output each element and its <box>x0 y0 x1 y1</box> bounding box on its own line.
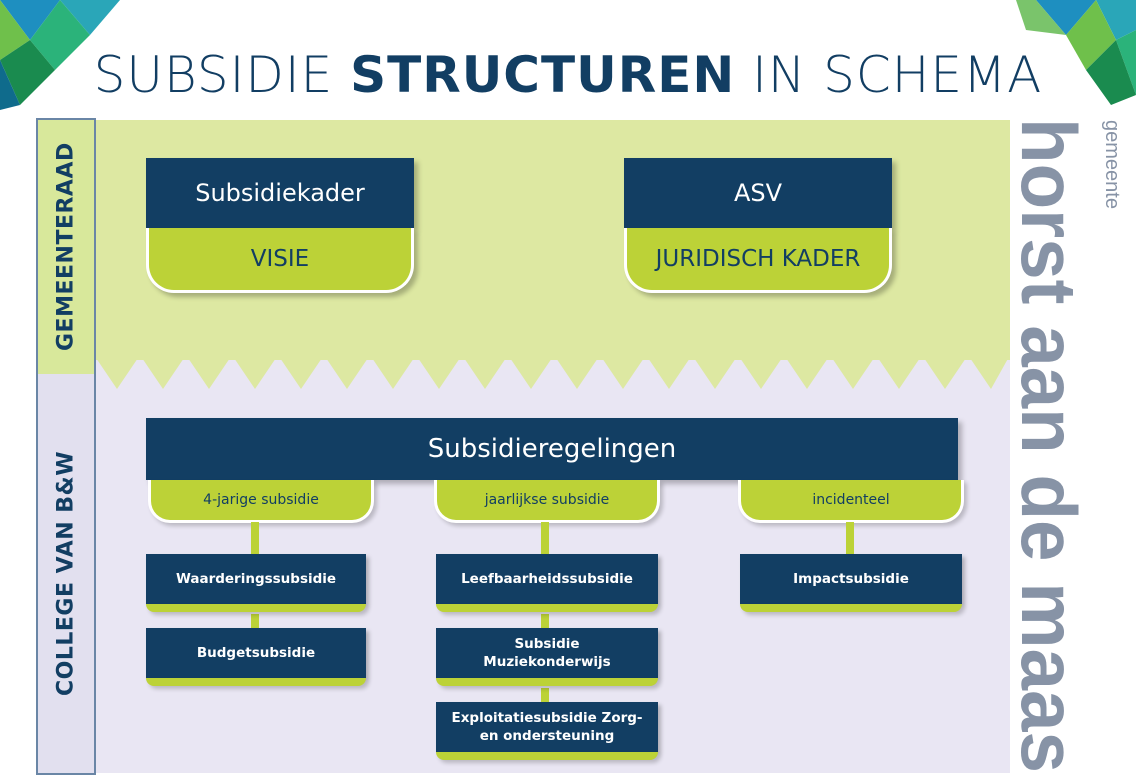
item-footer <box>436 604 658 612</box>
brand-logo: gemeente horst aan de maas <box>1016 118 1123 773</box>
connector <box>541 522 549 556</box>
juridisch-kader-box: JURIDISCH KADER <box>624 228 892 293</box>
corner-logo-left <box>0 0 120 110</box>
subsidieregelingen-header: Subsidieregelingen <box>146 418 958 480</box>
zigzag-divider <box>94 355 1010 389</box>
item-footer <box>740 604 962 612</box>
college-label: COLLEGE VAN B&W <box>36 374 96 775</box>
brand-small-text: gemeente <box>1101 120 1123 209</box>
brand-large-text: horst aan de maas <box>1016 118 1093 773</box>
connector <box>251 522 259 556</box>
budgetsubsidie-box: Budgetsubsidie <box>146 628 366 678</box>
item-footer <box>146 604 366 612</box>
category-4-jarige: 4-jarige subsidie <box>148 480 374 523</box>
exploitatiesubsidie-box: Exploitatiesubsidie Zorg- en ondersteuni… <box>436 702 658 752</box>
visie-box: VISIE <box>146 228 414 293</box>
connector <box>251 614 259 630</box>
connector <box>846 522 854 556</box>
connector <box>541 688 549 704</box>
item-footer <box>436 678 658 686</box>
item-footer <box>146 678 366 686</box>
corner-logo-right <box>1016 0 1136 105</box>
asv-box: ASV <box>624 158 892 228</box>
leefbaarheidssubsidie-box: Leefbaarheidssubsidie <box>436 554 658 604</box>
subsidie-muziekonderwijs-box: Subsidie Muziekonderwijs <box>436 628 658 678</box>
subsidiekader-box: Subsidiekader <box>146 158 414 228</box>
category-jaarlijkse: jaarlijkse subsidie <box>434 480 660 523</box>
impactsubsidie-box: Impactsubsidie <box>740 554 962 604</box>
page-title: SUBSIDIE STRUCTUREN IN SCHEMA <box>93 46 1043 104</box>
waarderingssubsidie-box: Waarderingssubsidie <box>146 554 366 604</box>
item-footer <box>436 752 658 760</box>
gemeenteraad-label: GEMEENTERAAD <box>36 118 96 376</box>
category-incidenteel: incidenteel <box>738 480 964 523</box>
connector <box>541 614 549 630</box>
